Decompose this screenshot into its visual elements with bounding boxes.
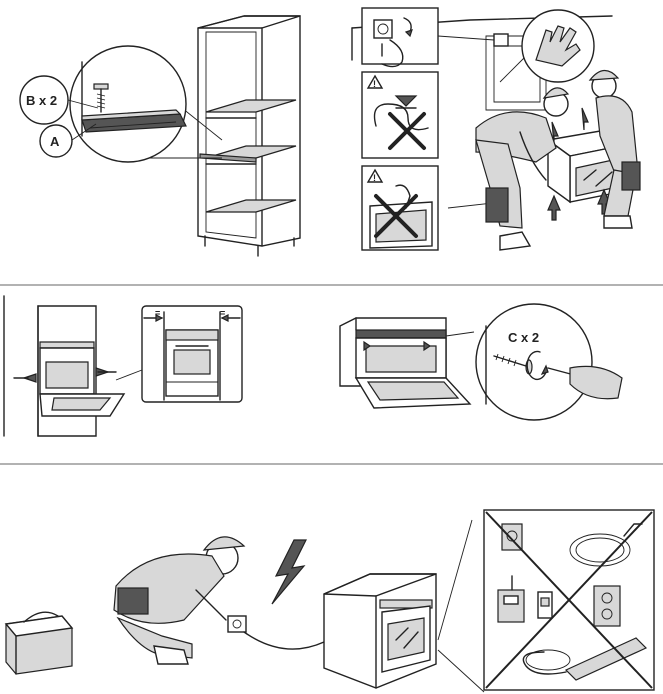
panel-insert-oven: = = [3, 295, 243, 437]
technician [113, 536, 246, 665]
equal-mark-left: = [155, 308, 160, 318]
cabinet-shelf-upper [205, 99, 297, 113]
info-box-unplug [361, 7, 495, 68]
screwdriver-icon [547, 365, 623, 400]
panel-cabinet-supports: B x 2 A [19, 15, 301, 257]
panel-electrical-connection [4, 509, 655, 693]
callout-a: A [39, 123, 97, 158]
warning-mark-2: ! [373, 173, 376, 183]
worker-left [475, 87, 570, 251]
double-adapter-icon [593, 585, 621, 627]
timer-socket-icon [497, 575, 525, 623]
wall-socket-plug-icon [227, 615, 325, 650]
wall-socket-icon [493, 33, 509, 47]
cabinet-shelf-lower [205, 199, 297, 213]
warning-box-door: ! [361, 165, 439, 251]
label-a: A [50, 134, 60, 149]
support-bar [199, 153, 257, 163]
remote-socket-icon [537, 591, 553, 619]
zoom-circle-screws [475, 303, 623, 421]
screw-icon [93, 83, 109, 113]
detail-box-centering: = = [141, 305, 243, 403]
lightning-icon [271, 539, 307, 605]
panel-lift-oven: ! ! [351, 7, 641, 251]
callout-b: B x 2 [19, 75, 99, 125]
zoom-circle-supports [69, 45, 187, 163]
tall-cabinet [197, 15, 301, 257]
toolbox-icon [4, 611, 74, 675]
worker-right [588, 69, 641, 229]
warning-mark: ! [373, 79, 376, 89]
forbidden-cross-line-2 [485, 511, 653, 689]
built-in-oven [323, 573, 437, 689]
warning-triangle-icon [366, 74, 384, 89]
panel-fix-screws: C x 2 [339, 303, 623, 421]
warning-box-cable: ! [361, 71, 439, 159]
forbidden-adapters-box [483, 509, 655, 691]
oven-in-frame [339, 317, 475, 409]
power-strip-icon [522, 637, 648, 681]
warning-triangle-icon-2 [366, 168, 384, 183]
glove-icon [535, 25, 581, 67]
label-b-x2: B x 2 [26, 93, 57, 108]
label-c-x2: C x 2 [508, 330, 539, 345]
equal-mark-right: = [220, 308, 225, 318]
gloves-circle [499, 9, 595, 83]
